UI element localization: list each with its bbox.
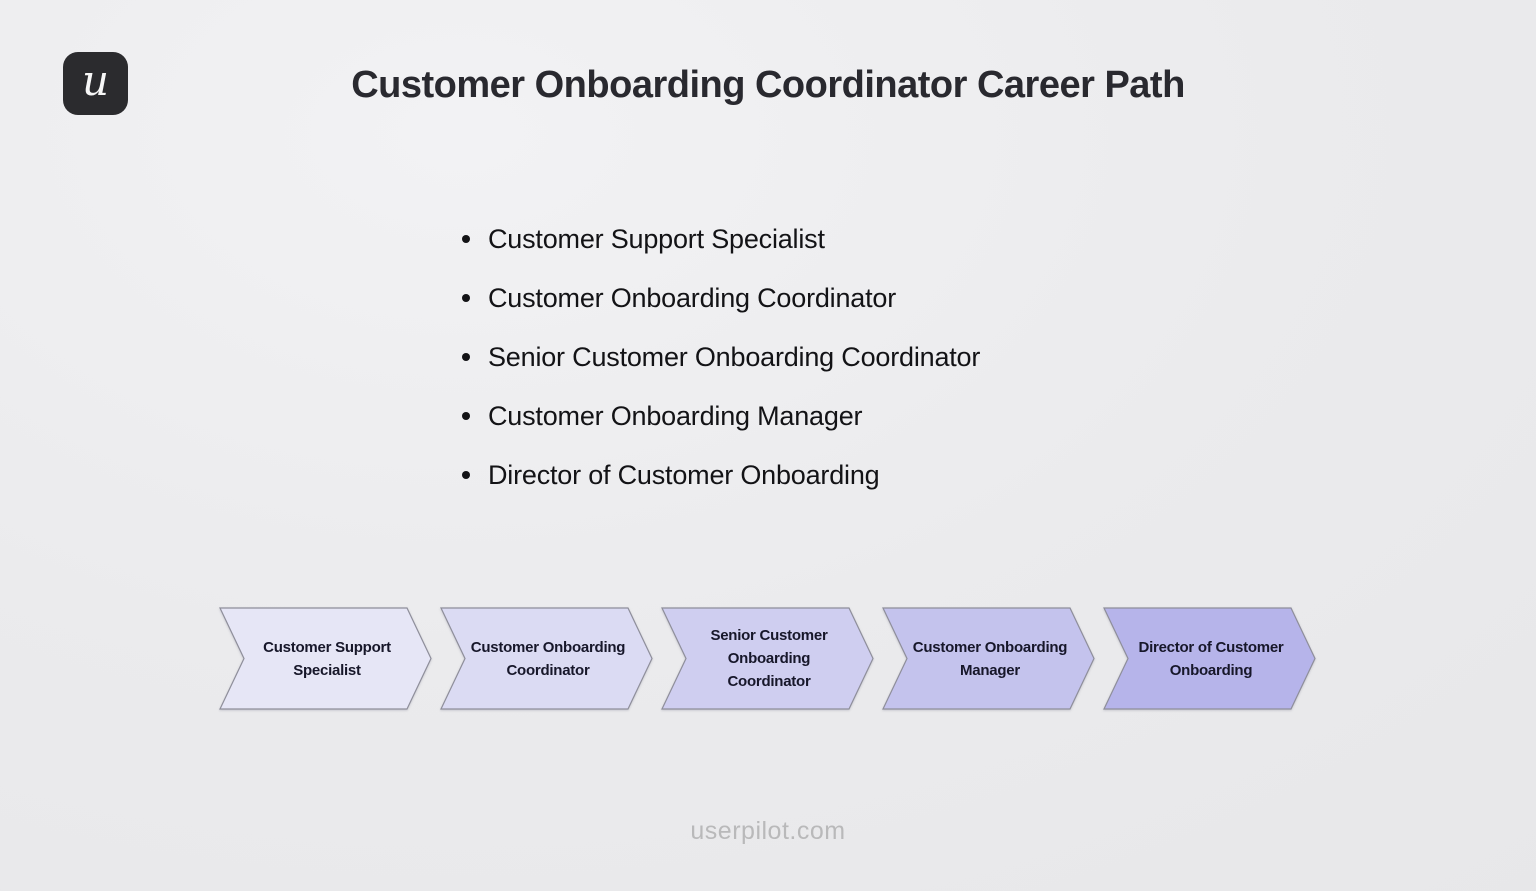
flow-step-label: Customer Onboarding Manager: [912, 638, 1068, 679]
chevron-shape: [1103, 607, 1316, 710]
flow-step-3: Senior Customer Onboarding Coordinator: [661, 607, 874, 710]
flow-step-1: Customer Support Specialist: [219, 607, 432, 710]
flow-step-label: Senior Customer Onboarding Coordinator: [710, 627, 828, 690]
userpilot-logo: u: [63, 52, 128, 115]
career-list-item: Director of Customer Onboarding: [462, 458, 980, 492]
flow-step-label: Director of Customer Onboarding: [1138, 638, 1284, 679]
flow-step-label: Customer Support Specialist: [263, 638, 391, 679]
career-list-item: Customer Onboarding Manager: [462, 399, 980, 433]
flow-step-2: Customer Onboarding Coordinator: [440, 607, 653, 710]
chevron-shape: [882, 607, 1095, 710]
website-url: userpilot.com: [690, 817, 846, 845]
career-path-flow: Customer Support Specialist Customer Onb…: [219, 607, 1316, 710]
career-path-list: Customer Support Specialist Customer Onb…: [462, 222, 980, 517]
flow-step-4: Customer Onboarding Manager: [882, 607, 1095, 710]
chevron-shape: [661, 607, 874, 710]
career-list-item: Customer Onboarding Coordinator: [462, 281, 980, 315]
chevron-arrow-icon: [219, 607, 432, 710]
chevron-arrow-icon: [440, 607, 653, 710]
career-list-item: Customer Support Specialist: [462, 222, 980, 256]
chevron-arrow-icon: [1103, 607, 1316, 710]
chevron-shape: [219, 607, 432, 710]
chevron-arrow-icon: [882, 607, 1095, 710]
flow-step-label: Customer Onboarding Coordinator: [470, 638, 626, 679]
page-title: Customer Onboarding Coordinator Career P…: [351, 64, 1185, 106]
chevron-arrow-icon: [661, 607, 874, 710]
logo-u-glyph: u: [81, 55, 110, 105]
chevron-shape: [440, 607, 653, 710]
flow-step-5: Director of Customer Onboarding: [1103, 607, 1316, 710]
career-list-item: Senior Customer Onboarding Coordinator: [462, 340, 980, 374]
